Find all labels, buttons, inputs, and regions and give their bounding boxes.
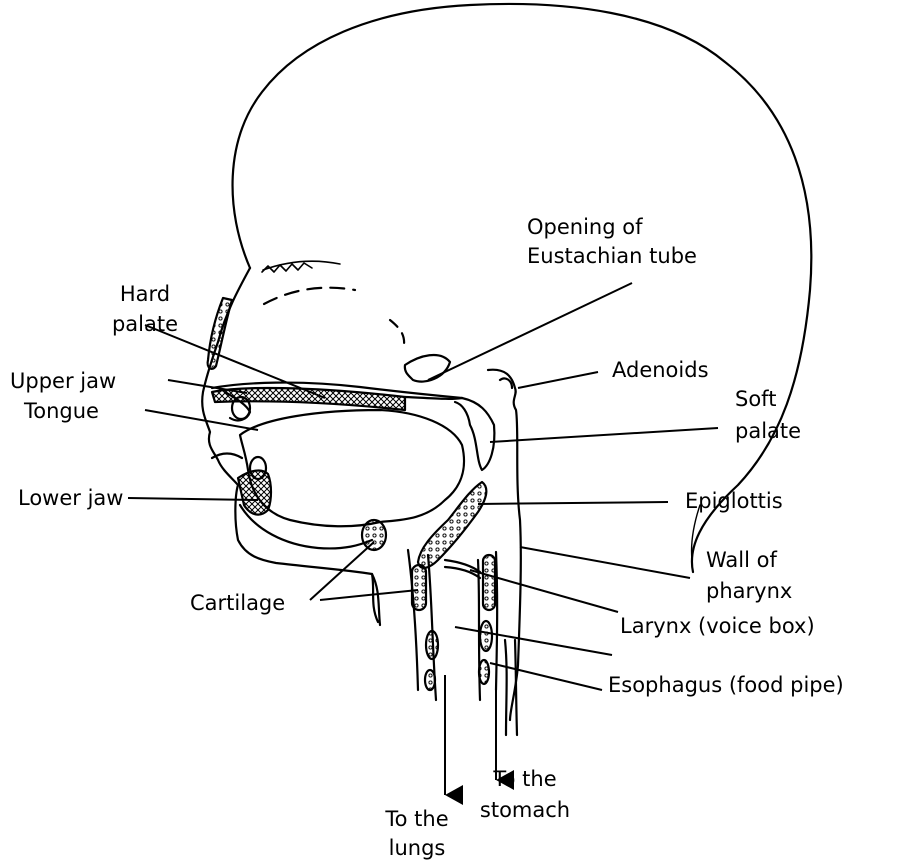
- label-hard-palate-line2: palate: [70, 311, 220, 337]
- leader-soft-palate: [490, 428, 718, 442]
- label-to-stomach-line1: To the: [470, 766, 580, 792]
- leader-lower-jaw: [128, 498, 258, 500]
- tongue-shape: [240, 410, 464, 526]
- label-to-lungs-line1: To the: [362, 806, 472, 832]
- label-to-stomach-line2: stomach: [470, 797, 580, 823]
- label-tongue: Tongue: [24, 398, 99, 424]
- leader-eustachian: [428, 283, 632, 380]
- leader-cartilage: [310, 542, 374, 600]
- face-profile: [202, 268, 378, 622]
- label-eustachian-line2: Eustachian tube: [527, 243, 697, 269]
- label-larynx: Larynx (voice box): [620, 613, 815, 639]
- leader-cartilage-2: [320, 590, 418, 600]
- hair-texture: [262, 263, 312, 272]
- nasal-cavity-line: [264, 288, 355, 304]
- label-wall-pharynx-line2: pharynx: [706, 578, 792, 604]
- leader-epiglottis: [478, 502, 668, 504]
- label-soft-palate-line2: palate: [735, 418, 801, 444]
- label-adenoids: Adenoids: [612, 357, 709, 383]
- soft-palate-shape: [455, 398, 494, 470]
- esophagus-tube: [505, 640, 507, 735]
- label-epiglottis: Epiglottis: [685, 488, 783, 514]
- cartilage-blob: [362, 520, 386, 550]
- label-soft-palate-line1: Soft: [735, 386, 776, 412]
- leader-upper-jaw: [168, 380, 247, 393]
- label-lower-jaw: Lower jaw: [18, 485, 123, 511]
- label-wall-pharynx-line1: Wall of: [706, 547, 777, 573]
- label-upper-jaw: Upper jaw: [10, 368, 116, 394]
- label-hard-palate-line1: Hard: [70, 281, 220, 307]
- leader-wall-pharynx: [520, 547, 690, 578]
- label-esophagus: Esophagus (food pipe): [608, 672, 844, 698]
- label-eustachian-line1: Opening of: [527, 214, 642, 240]
- tracheal-ring: [412, 565, 426, 610]
- eustachian-opening: [405, 355, 450, 382]
- label-cartilage: Cartilage: [190, 590, 285, 616]
- label-to-lungs-line2: lungs: [362, 835, 472, 861]
- leader-adenoids: [518, 372, 598, 388]
